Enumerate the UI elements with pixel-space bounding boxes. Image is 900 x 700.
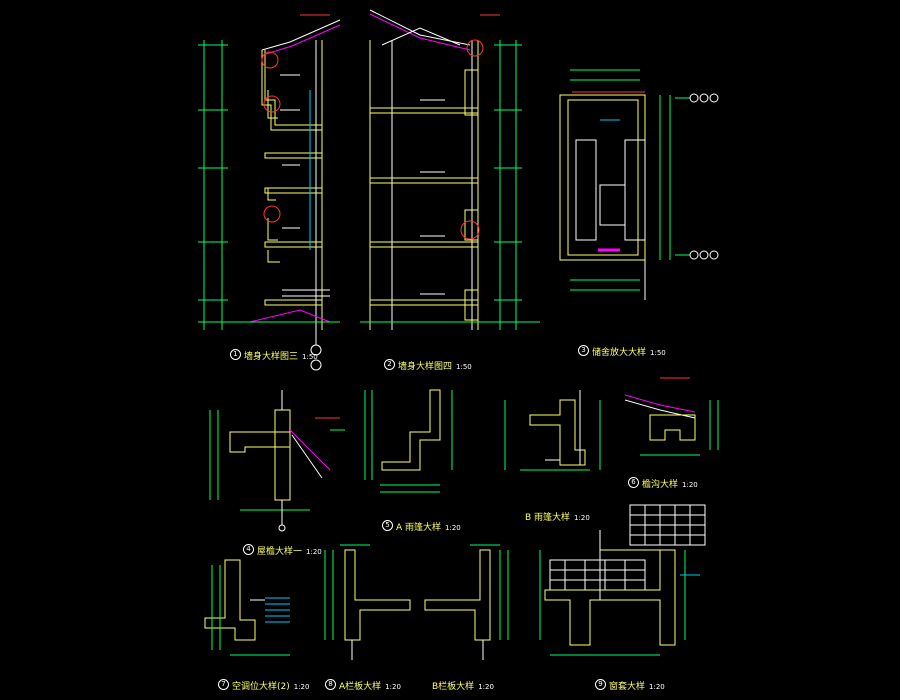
detail-9-title-text: 窗套大样 bbox=[609, 682, 646, 692]
wall-section-2 bbox=[360, 9, 540, 330]
detail-4-scale: 1:20 bbox=[306, 548, 322, 556]
detail-9 bbox=[539, 504, 706, 656]
detail-7-title-text: 空调位大样(2) bbox=[232, 682, 290, 692]
detail-5a bbox=[364, 389, 453, 493]
detail-9-scale: 1:20 bbox=[649, 683, 665, 691]
detail-1-number: 1 bbox=[230, 349, 241, 360]
detail-8b-scale: 1:20 bbox=[478, 683, 494, 691]
detail-5a-scale: 1:20 bbox=[445, 524, 461, 532]
detail-7-title: 空调位大样(2)1:20 bbox=[232, 679, 309, 692]
detail-7-number: 7 bbox=[218, 679, 229, 690]
detail-8b-title-text: B栏板大样 bbox=[432, 682, 475, 692]
detail-4-number: 4 bbox=[243, 544, 254, 555]
detail-9-number: 9 bbox=[595, 679, 606, 690]
detail-3-title-text: 储舍放大大样 bbox=[592, 348, 647, 358]
detail-3-scale: 1:50 bbox=[650, 349, 666, 357]
detail-8a-number: 8 bbox=[325, 679, 336, 690]
detail-7-scale: 1:20 bbox=[293, 683, 310, 691]
detail-6-scale: 1:20 bbox=[682, 481, 698, 489]
detail-2-title-text: 墙身大样图四 bbox=[398, 362, 453, 372]
detail-8a-scale: 1:20 bbox=[385, 683, 401, 691]
detail-4-title-text: 屋檐大样一 bbox=[257, 547, 303, 557]
detail-8a bbox=[324, 544, 411, 660]
detail-5a-title-text: A 雨篷大样 bbox=[396, 523, 442, 533]
detail-8b bbox=[424, 544, 509, 660]
detail-7 bbox=[204, 559, 290, 656]
plan-detail-3 bbox=[559, 69, 719, 300]
detail-5b-scale: 1:20 bbox=[574, 514, 590, 522]
detail-5a-number: 5 bbox=[382, 520, 393, 531]
detail-2-number: 2 bbox=[384, 359, 395, 370]
detail-8a-title-text: A栏板大样 bbox=[339, 682, 382, 692]
detail-1-scale: 1:50 bbox=[302, 353, 318, 361]
detail-6 bbox=[624, 377, 719, 456]
detail-3-number: 3 bbox=[578, 345, 589, 356]
detail-6-number: 6 bbox=[628, 477, 639, 488]
detail-1-title-text: 墙身大样图三 bbox=[244, 352, 299, 362]
detail-5b-title-text: B 雨篷大样 bbox=[525, 513, 571, 523]
detail-5b bbox=[504, 390, 601, 471]
detail-6-title-text: 檐沟大样 bbox=[642, 480, 679, 490]
detail-4 bbox=[209, 390, 345, 532]
wall-section-1 bbox=[198, 14, 341, 371]
detail-2-scale: 1:50 bbox=[456, 363, 472, 371]
